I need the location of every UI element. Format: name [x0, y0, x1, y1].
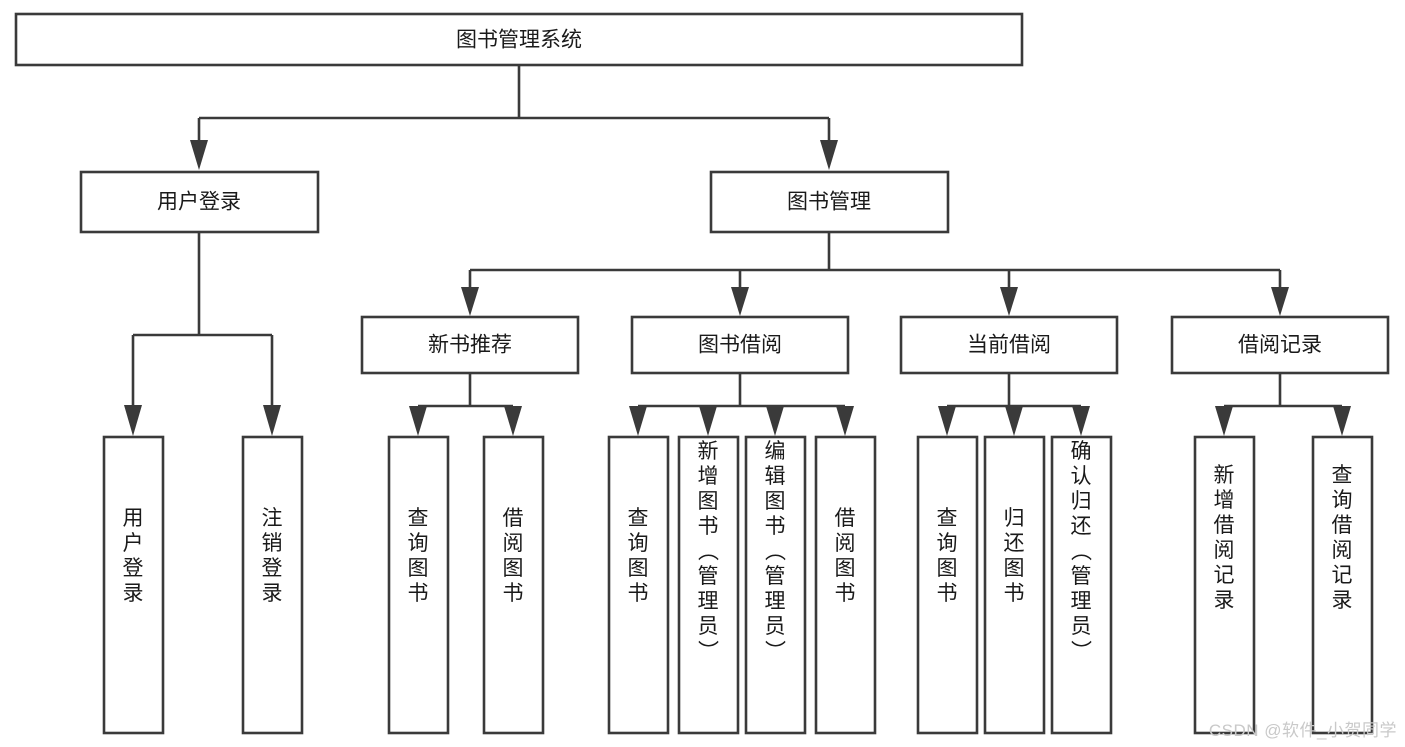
node-borrow-record-box[interactable]	[1170, 315, 1390, 375]
node-leaf-add-borrow-record-label: 新增借阅记录	[1214, 464, 1235, 612]
node-new-book-recommend[interactable]: 新书推荐	[360, 315, 580, 375]
connector-layer	[124, 65, 1351, 436]
arrow-head-leaf-borrow-book-rec	[504, 406, 522, 436]
node-leaf-add-book-admin[interactable]: 新增图书（管理员）	[677, 435, 740, 735]
arrow-head-leaf-query-borrow-record	[1333, 406, 1351, 436]
node-borrow-record[interactable]: 借阅记录	[1170, 315, 1390, 375]
node-leaf-query-book-borrow[interactable]: 查询图书	[607, 435, 670, 735]
node-root[interactable]: 图书管理系统	[14, 12, 1024, 67]
node-current-borrow-box[interactable]	[899, 315, 1119, 375]
node-leaf-borrow-book-rec-box[interactable]	[482, 435, 545, 735]
node-book-borrow-box[interactable]	[630, 315, 850, 375]
node-leaf-borrow-book[interactable]: 借阅图书	[814, 435, 877, 735]
node-leaf-query-book-rec-label: 查询图书	[408, 507, 429, 605]
csdn-watermark: CSDN @软件_小贺同学	[1208, 721, 1397, 740]
arrow-head-book-management	[820, 140, 838, 170]
arrow-head-current-borrow	[1000, 287, 1018, 316]
node-current-borrow-label: 当前借阅	[967, 334, 1051, 357]
node-leaf-return-book-box[interactable]	[983, 435, 1046, 735]
node-leaf-edit-book-admin[interactable]: 编辑图书（管理员）	[744, 435, 807, 735]
arrow-head-new-book-recommend	[461, 287, 479, 316]
node-user-login-label: 用户登录	[157, 191, 241, 214]
node-leaf-borrow-book-box[interactable]	[814, 435, 877, 735]
node-leaf-user-login-label: 用户登录	[123, 507, 144, 605]
node-leaf-add-borrow-record-box[interactable]	[1193, 435, 1256, 735]
node-book-management-box[interactable]	[709, 170, 950, 234]
arrow-head-leaf-add-borrow-record	[1215, 406, 1233, 436]
arrow-head-borrow-record	[1271, 287, 1289, 316]
node-leaf-query-borrow-record-label: 查询借阅记录	[1332, 464, 1353, 612]
node-leaf-logout-login[interactable]: 注销登录	[241, 435, 304, 735]
node-leaf-confirm-return-admin[interactable]: 确认归还（管理员）	[1050, 435, 1113, 735]
node-leaf-edit-book-admin-box[interactable]	[744, 435, 807, 735]
node-root-label: 图书管理系统	[456, 29, 582, 52]
arrow-head-leaf-logout-login	[263, 405, 281, 436]
node-leaf-return-book-label: 归还图书	[1004, 507, 1025, 605]
node-leaf-logout-login-label: 注销登录	[262, 507, 283, 605]
node-book-borrow[interactable]: 图书借阅	[630, 315, 850, 375]
node-book-management[interactable]: 图书管理	[709, 170, 950, 234]
node-leaf-query-book-borrow-box[interactable]	[607, 435, 670, 735]
arrow-head-leaf-query-book-rec	[409, 406, 427, 436]
node-leaf-add-book-admin-label: 新增图书（管理员）	[698, 440, 720, 663]
node-leaf-query-book-rec[interactable]: 查询图书	[387, 435, 450, 735]
leaf-nodes-layer: 用户登录 注销登录 查询图书 借阅图书 查询图书 新增图书（管理员）	[102, 435, 1374, 735]
node-leaf-edit-book-admin-label: 编辑图书（管理员）	[765, 440, 787, 663]
arrow-head-leaf-borrow-book	[836, 406, 854, 436]
node-user-login[interactable]: 用户登录	[79, 170, 320, 234]
node-leaf-user-login[interactable]: 用户登录	[102, 435, 165, 735]
arrow-head-leaf-query-book-borrow	[629, 406, 647, 436]
node-leaf-query-book-current-box[interactable]	[916, 435, 979, 735]
node-leaf-query-book-rec-box[interactable]	[387, 435, 450, 735]
node-leaf-add-borrow-record[interactable]: 新增借阅记录	[1193, 435, 1256, 735]
node-leaf-user-login-box[interactable]	[102, 435, 165, 735]
node-leaf-confirm-return-admin-label: 确认归还（管理员）	[1071, 440, 1093, 663]
node-borrow-record-label: 借阅记录	[1238, 334, 1322, 357]
node-book-management-label: 图书管理	[787, 191, 871, 214]
node-leaf-confirm-return-admin-box[interactable]	[1050, 435, 1113, 735]
node-leaf-add-book-admin-box[interactable]	[677, 435, 740, 735]
arrow-head-leaf-user-login	[124, 405, 142, 436]
arrow-head-leaf-query-book-current	[938, 406, 956, 436]
node-leaf-borrow-book-label: 借阅图书	[835, 507, 856, 605]
node-leaf-logout-login-box[interactable]	[241, 435, 304, 735]
node-new-book-recommend-label: 新书推荐	[428, 334, 512, 357]
node-user-login-box[interactable]	[79, 170, 320, 234]
node-leaf-query-book-borrow-label: 查询图书	[628, 507, 649, 605]
arrow-head-leaf-add-book-admin	[699, 406, 717, 436]
arrow-head-leaf-confirm-return-admin	[1072, 406, 1090, 436]
node-leaf-borrow-book-rec[interactable]: 借阅图书	[482, 435, 545, 735]
node-leaf-query-borrow-record[interactable]: 查询借阅记录	[1311, 435, 1374, 735]
arrow-head-book-borrow	[731, 287, 749, 316]
arrow-head-user-login	[190, 140, 208, 170]
node-root-box[interactable]	[14, 12, 1024, 67]
arrow-head-leaf-return-book	[1005, 406, 1023, 436]
node-leaf-borrow-book-rec-label: 借阅图书	[503, 507, 524, 605]
arrow-head-leaf-edit-book-admin	[766, 406, 784, 436]
node-leaf-query-book-current[interactable]: 查询图书	[916, 435, 979, 735]
node-current-borrow[interactable]: 当前借阅	[899, 315, 1119, 375]
node-book-borrow-label: 图书借阅	[698, 334, 782, 357]
node-new-book-recommend-box[interactable]	[360, 315, 580, 375]
node-leaf-query-borrow-record-box[interactable]	[1311, 435, 1374, 735]
node-leaf-return-book[interactable]: 归还图书	[983, 435, 1046, 735]
node-leaf-query-book-current-label: 查询图书	[937, 507, 958, 605]
